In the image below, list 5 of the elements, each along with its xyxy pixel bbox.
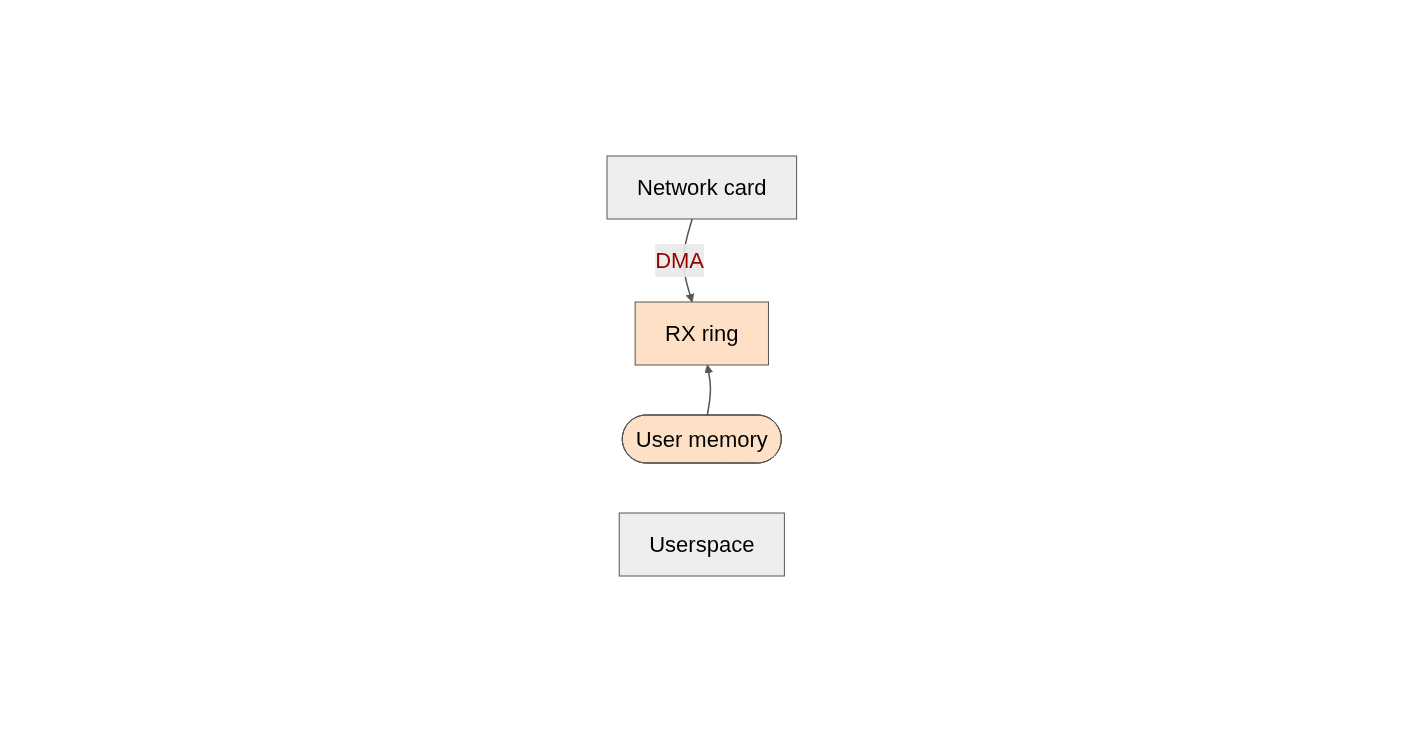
node-box: RX ring [634, 301, 769, 366]
node-box: Network card [606, 155, 797, 220]
node-box: Userspace [618, 512, 785, 577]
arrow [704, 364, 713, 417]
edge-label: DMA [654, 248, 704, 273]
